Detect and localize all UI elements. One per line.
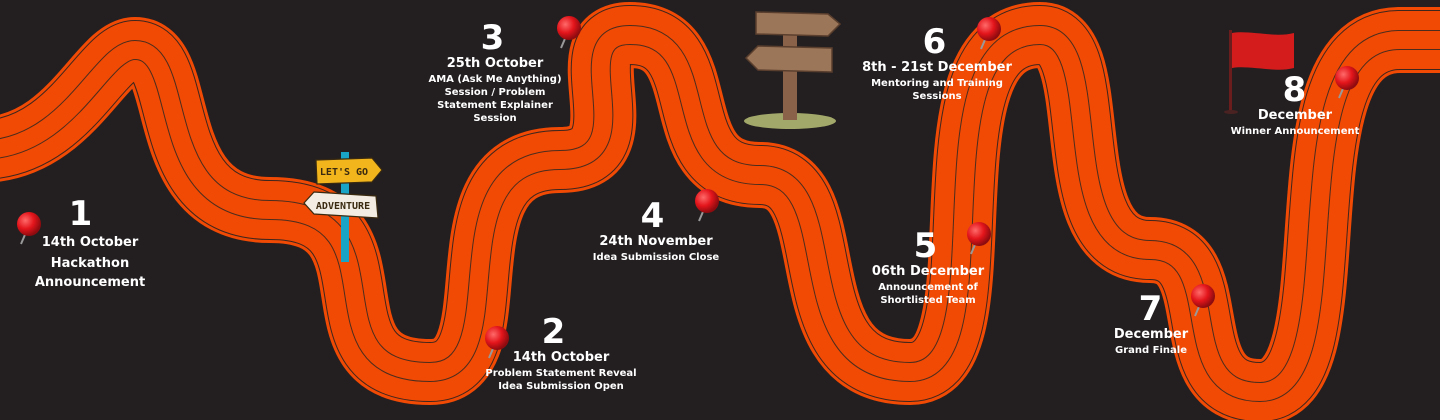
- milestone-date: 24th November: [599, 234, 713, 249]
- milestone-desc: AMA (Ask Me Anything) Session / Problem …: [428, 73, 562, 124]
- pin-icon-2: [485, 326, 509, 359]
- milestone-number: 7: [1138, 289, 1164, 329]
- milestone-date: 8th - 21st December: [862, 60, 1012, 75]
- milestone-1: 1 14th October Hackathon Announcement: [35, 196, 145, 292]
- milestone-desc: Idea Submission Close: [592, 251, 720, 263]
- milestone-desc: Mentoring and Training Sessions: [871, 77, 1003, 102]
- milestone-8: 8 December Winner Announcement: [1231, 72, 1360, 138]
- milestone-3: 3 25th October AMA (Ask Me Anything) Ses…: [428, 20, 561, 125]
- wooden-signpost-icon: [744, 11, 842, 129]
- pin-icon-8: [1335, 66, 1359, 99]
- milestone-date: December: [1113, 327, 1189, 342]
- pin-icon-4: [695, 189, 719, 222]
- milestone-number: 6: [922, 22, 948, 62]
- milestone-number: 4: [640, 196, 666, 236]
- adventure-signpost-icon: LET'S GO ADVENTURE: [303, 152, 383, 262]
- milestone-5: 5 06th December Announcement of Shortlis…: [872, 228, 984, 307]
- pin-icon-6: [977, 17, 1001, 50]
- pin-icon-3: [557, 16, 581, 49]
- milestone-date: 14th October: [512, 350, 610, 365]
- pin-icon-5: [967, 222, 991, 255]
- sign-lets-go: LET'S GO: [320, 167, 368, 178]
- milestone-number: 1: [68, 194, 94, 234]
- milestone-desc: Announcement of Shortlisted Team: [878, 281, 978, 306]
- milestone-desc: Grand Finale: [1115, 344, 1187, 356]
- milestone-6: 6 8th - 21st December Mentoring and Trai…: [862, 24, 1012, 103]
- milestone-desc: Problem Statement Reveal Idea Submission…: [485, 367, 637, 392]
- milestone-number: 3: [480, 18, 506, 58]
- milestone-number: 8: [1282, 70, 1308, 110]
- finish-flag-icon: [1224, 30, 1294, 114]
- milestone-date: 25th October: [446, 56, 544, 71]
- milestone-date: December: [1257, 108, 1333, 123]
- milestone-4: 4 24th November Idea Submission Close: [593, 198, 719, 264]
- milestone-number: 2: [541, 312, 567, 352]
- milestone-desc: Winner Announcement: [1230, 125, 1360, 137]
- pin-icon-1: [17, 212, 41, 245]
- milestone-date: 14th October: [41, 235, 139, 250]
- milestone-7: 7 December Grand Finale: [1114, 291, 1188, 357]
- milestone-2: 2 14th October Problem Statement Reveal …: [485, 314, 636, 393]
- milestone-number: 5: [913, 226, 939, 266]
- milestone-date: 06th December: [871, 264, 985, 279]
- sign-adventure: ADVENTURE: [316, 201, 370, 212]
- milestone-desc: Hackathon Announcement: [34, 255, 146, 290]
- pin-icon-7: [1191, 284, 1215, 317]
